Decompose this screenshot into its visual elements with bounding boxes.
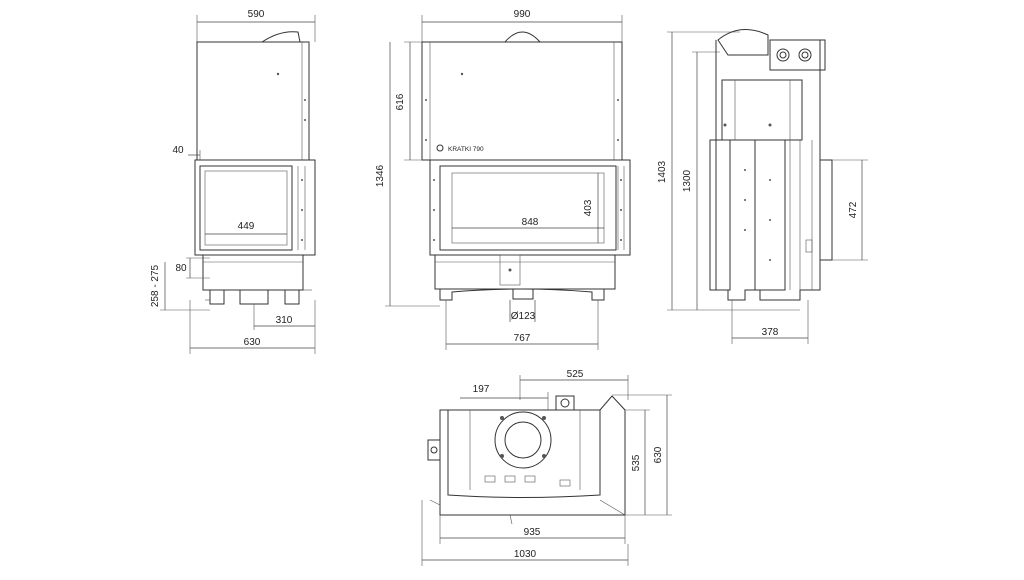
profile-view: 1403 1300 472 (657, 29, 868, 344)
dim-profile-total-height: 1403 (657, 160, 668, 183)
dim-side-flue-diameter: Ø123 (511, 311, 536, 322)
dim-front-width-bottom: 630 (244, 337, 261, 348)
dim-top-depth-outer: 630 (653, 446, 664, 463)
brand-label: KRATKI 790 (448, 146, 484, 153)
dim-front-flue-offset: 310 (276, 315, 293, 326)
side-view: 990 KRATKI 790 616 1346 (375, 9, 631, 350)
dim-front-glass-width: 449 (238, 221, 255, 232)
dim-side-glass-height: 403 (583, 199, 594, 216)
front-view: 590 40 449 80 (150, 9, 316, 354)
dim-top-width-outer: 1030 (514, 549, 537, 560)
dim-profile-side-height: 472 (848, 201, 859, 218)
dim-top-flue-to-edge: 525 (567, 369, 584, 380)
dim-top-depth-inner: 535 (631, 454, 642, 471)
dim-front-flue-range: 258 - 275 (150, 264, 161, 307)
dim-front-offset: 40 (172, 145, 184, 156)
dim-top-width-inner: 935 (524, 527, 541, 538)
top-view: 525 197 535 630 (421, 369, 672, 566)
dim-side-base-width: 767 (514, 333, 531, 344)
dim-side-total-height: 1346 (375, 164, 386, 187)
dim-side-width-top: 990 (514, 9, 531, 20)
dim-side-glass-width: 848 (522, 217, 539, 228)
dim-side-upper-height: 616 (395, 93, 406, 110)
dim-profile-inner-height: 1300 (682, 169, 693, 192)
dim-top-flue-offset: 197 (473, 384, 490, 395)
dim-front-width-top: 590 (248, 9, 265, 20)
dim-profile-depth: 378 (762, 327, 779, 338)
dim-front-leg-height: 80 (175, 263, 187, 274)
